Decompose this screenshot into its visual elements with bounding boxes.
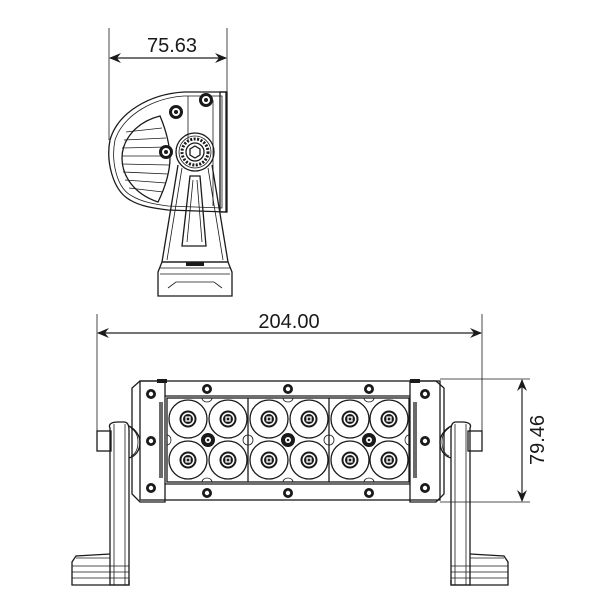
pivot-gear <box>175 132 215 172</box>
led-panel <box>166 397 410 483</box>
lens-fins <box>121 115 171 203</box>
led-icon <box>168 399 208 439</box>
end-cap-left <box>131 379 167 503</box>
screw-icon <box>420 483 430 493</box>
led-icon <box>289 399 329 439</box>
led-icon <box>330 399 370 439</box>
mount-base <box>157 261 233 297</box>
screw-icon <box>420 436 430 446</box>
led-icon <box>208 399 248 439</box>
screw-icon <box>364 384 374 394</box>
led-icon <box>369 440 409 480</box>
dimension-label-depth: 75.63 <box>147 35 197 57</box>
screw-icon <box>202 384 212 394</box>
led-icon <box>289 440 329 480</box>
led-icon <box>249 440 289 480</box>
screw-icon <box>420 389 430 399</box>
screw-icon <box>146 389 156 399</box>
led-icon <box>208 440 248 480</box>
led-icon <box>168 440 208 480</box>
end-cap-right <box>409 379 445 503</box>
screw-icon <box>283 384 293 394</box>
screw-icon <box>146 483 156 493</box>
screw-icon <box>168 104 184 120</box>
screw-icon <box>202 488 212 498</box>
screw-icon <box>364 488 374 498</box>
dimension-label-height: 79.46 <box>527 415 549 465</box>
screw-icon <box>158 144 174 160</box>
front-view <box>71 314 530 586</box>
led-icon <box>369 399 409 439</box>
housing-outline <box>108 91 227 213</box>
screw-icon <box>283 488 293 498</box>
led-icon <box>249 399 289 439</box>
side-view <box>108 28 233 297</box>
led-icon <box>330 440 370 480</box>
mount-bracket-right <box>439 421 509 586</box>
screw-icon <box>198 92 214 108</box>
dimension-label-width: 204.00 <box>258 311 319 333</box>
mount-bracket-left <box>71 421 141 586</box>
mount-bracket <box>161 164 229 263</box>
screw-icon <box>146 436 156 446</box>
center-screws <box>201 433 376 447</box>
